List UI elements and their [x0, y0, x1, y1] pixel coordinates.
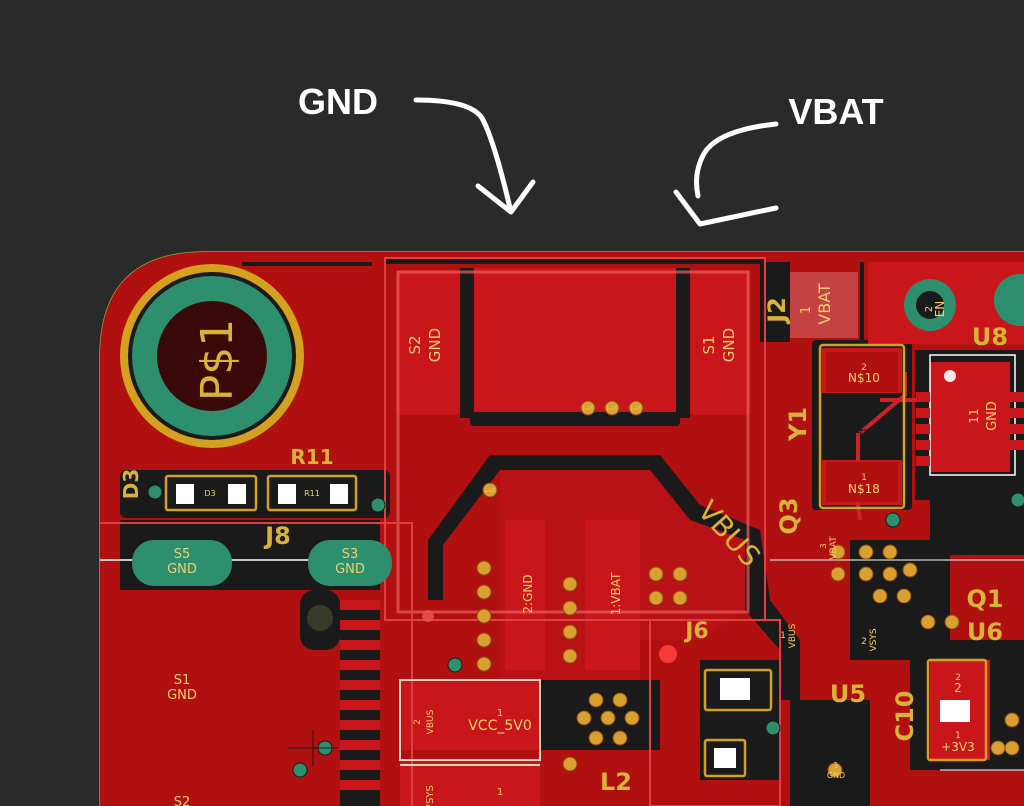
j8-label: J8 [263, 522, 291, 550]
battery-gnd-pad: 2:GND [521, 574, 535, 613]
pcb-board: P$1 D3 R11 J8 J2 Y1 Q3 U8 Q1 U6 C10 U5 L… [99, 251, 1024, 806]
via-label: L-L6 [485, 488, 495, 494]
c10-pin1-number: 1 [955, 731, 961, 741]
u8-pin11-number: 11 [967, 408, 981, 423]
component-bodies [195, 484, 329, 504]
component-footprints [164, 343, 988, 778]
copper-regions [130, 262, 1024, 806]
r11-value: R11 [304, 489, 320, 498]
j2-pin1-net: VBAT [815, 283, 834, 325]
q1-label: Q1 [966, 585, 1003, 613]
annotation-layer: GND VBAT [298, 81, 884, 227]
l2-label: L2 [600, 768, 632, 796]
vsys-lower-pin-number: 1 [497, 787, 503, 798]
j6-label: J6 [683, 619, 709, 644]
vcc-pin-number: 1 [497, 708, 503, 719]
crosshairs [288, 415, 876, 766]
connector-pads [340, 600, 380, 790]
en-pin-number: 2 [924, 306, 935, 312]
vbus-pin-net: VBUS [788, 623, 798, 648]
vbus-pin-number: 1 [780, 631, 786, 641]
c10-pin2-net: 2 [954, 681, 962, 695]
u5-label: U5 [830, 680, 866, 708]
j8-s5-net-label: GND [167, 562, 197, 577]
vcc-pin-net: VCC_5V0 [468, 718, 532, 734]
via-label: L-L6 [631, 406, 641, 412]
y1-pin1-net: N$18 [848, 482, 880, 496]
vbat-arrow-shaft [694, 121, 779, 199]
y1-pin2-number: 2 [861, 363, 867, 373]
d3-label: D3 [119, 469, 143, 500]
u8-pins [916, 392, 1024, 466]
smd-pads [176, 484, 970, 768]
vias [147, 370, 1024, 778]
mounting-hole-ps1 [120, 264, 304, 448]
vbus-small-pin-net: VBUS [426, 709, 436, 734]
y1-pin2-net: N$10 [848, 371, 880, 385]
c10-pin2-number: 2 [955, 673, 961, 683]
y1-label: Y1 [784, 407, 812, 442]
gnd-small-pin-number: 1 [833, 761, 838, 770]
vsys-pin-number: 2 [861, 637, 867, 647]
crystal-y1-pads [826, 352, 898, 502]
q3-label: Q3 [775, 497, 803, 534]
u8-label: U8 [972, 323, 1008, 351]
d3-value: D3 [204, 489, 215, 498]
c10-pin1-net: +3V3 [941, 740, 975, 754]
c10-label: C10 [891, 690, 919, 741]
pth-pads [132, 272, 1024, 638]
j2-pin1-number: 1 [799, 306, 814, 314]
y1-pin1-number: 1 [861, 473, 867, 483]
j2-s1-net-label: GND [720, 328, 738, 362]
j8-s5-pad-label: S5 [174, 547, 191, 562]
j8-s1-net-label: GND [167, 688, 197, 703]
q3-pin3-number: 3 [819, 543, 828, 548]
j8-s1-pad-label: S1 [174, 673, 191, 688]
u8-pin11-net: GND [985, 401, 1000, 431]
j2-s2-pad-label: S2 [406, 335, 424, 354]
vbus-small-pin-number: 2 [413, 719, 423, 725]
u6-label: U6 [967, 618, 1003, 646]
j2-s2-net-label: GND [426, 328, 444, 362]
j2-s1-pad-label: S1 [700, 335, 718, 354]
via-label: L-L6 [607, 406, 617, 412]
ps1-label: P$1 [192, 319, 243, 402]
annotation-vbat: VBAT [788, 91, 883, 132]
en-pin-net: EN [933, 301, 947, 318]
gnd-arrow-head [475, 179, 536, 215]
j8-s2-pad-label: S2 [174, 795, 191, 806]
j8-s3-net-label: GND [335, 562, 365, 577]
r11-label: R11 [290, 445, 333, 469]
battery-vbat-pad: 1:VBAT [609, 572, 623, 615]
gnd-small-pin-net: GND [827, 771, 845, 780]
vsys-pin-net: VSYS [869, 628, 879, 651]
j2-label: J2 [763, 297, 791, 325]
vbat-arrow-head [673, 189, 779, 227]
vsys-lower-pin-net: VSYS [425, 785, 436, 806]
via-label: L-L6 [583, 406, 593, 412]
gnd-arrow-shaft [413, 97, 513, 211]
annotation-gnd: GND [298, 81, 378, 122]
j8-s3-pad-label: S3 [342, 547, 359, 562]
q3-pin3-net: VBAT [829, 536, 839, 560]
